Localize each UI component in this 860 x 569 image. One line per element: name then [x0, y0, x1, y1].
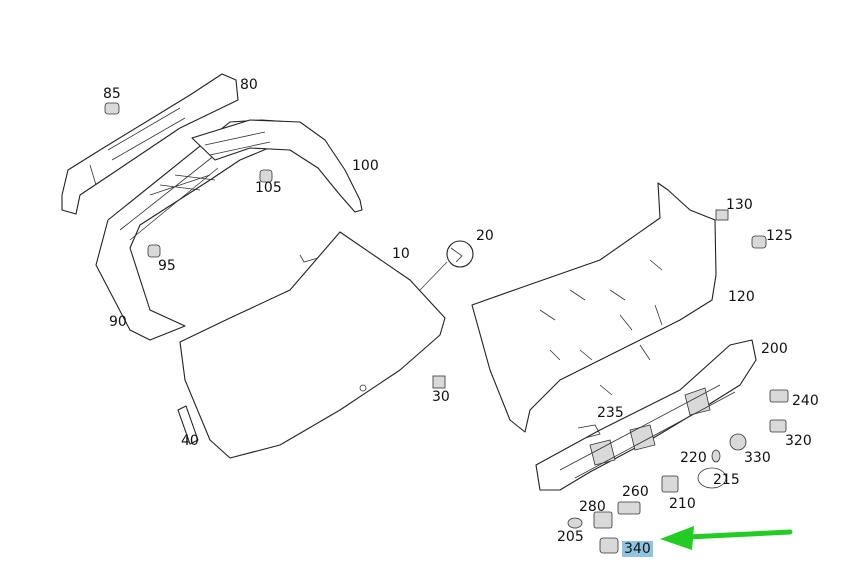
part-205-grommet[interactable] [567, 517, 583, 529]
label-235: 235 [597, 405, 624, 421]
label-30: 30 [432, 389, 450, 405]
label-80: 80 [240, 77, 258, 93]
part-340-housing[interactable] [599, 537, 619, 554]
part-120-tailgate-panel[interactable] [471, 182, 717, 433]
label-90: 90 [109, 314, 127, 330]
part-280-camera[interactable] [593, 511, 613, 529]
highlight-arrow [660, 526, 793, 550]
label-340-highlighted[interactable]: 340 [622, 541, 653, 557]
part-320-connector[interactable] [769, 419, 787, 433]
label-220: 220 [680, 450, 707, 466]
label-40: 40 [181, 433, 199, 449]
part-100-spoiler[interactable] [191, 119, 363, 213]
part-105-nut[interactable] [259, 169, 273, 183]
label-210: 210 [669, 496, 696, 512]
label-330: 330 [744, 450, 771, 466]
label-260: 260 [622, 484, 649, 500]
label-10: 10 [392, 246, 410, 262]
label-320: 320 [785, 433, 812, 449]
part-130-clip[interactable] [715, 209, 729, 221]
part-30-block[interactable] [432, 375, 446, 389]
label-120: 120 [728, 289, 755, 305]
part-260-bracket[interactable] [617, 501, 641, 515]
label-85: 85 [103, 86, 121, 102]
label-280: 280 [579, 499, 606, 515]
label-200: 200 [761, 341, 788, 357]
label-105: 105 [255, 180, 282, 196]
label-240: 240 [792, 393, 819, 409]
part-85-clip[interactable] [104, 102, 120, 115]
part-40-strip[interactable] [177, 405, 199, 445]
part-220-bulb[interactable] [711, 449, 721, 463]
part-240-connector[interactable] [769, 389, 789, 403]
label-130: 130 [726, 197, 753, 213]
part-125-clip[interactable] [751, 235, 767, 249]
part-235-wire[interactable] [577, 424, 601, 439]
part-215-ring[interactable] [697, 467, 727, 489]
part-10-rear-window[interactable] [179, 231, 446, 459]
part-20-tool-icon[interactable] [419, 240, 474, 291]
part-80-trim-strip[interactable] [61, 73, 239, 215]
part-330-bulb-holder[interactable] [729, 433, 747, 451]
label-20: 20 [476, 228, 494, 244]
label-125: 125 [766, 228, 793, 244]
part-210-switch[interactable] [661, 475, 679, 493]
label-100: 100 [352, 158, 379, 174]
label-215: 215 [713, 472, 740, 488]
label-95: 95 [158, 258, 176, 274]
label-205: 205 [557, 529, 584, 545]
part-200-lower-trim[interactable] [535, 339, 757, 491]
part-95-nut[interactable] [147, 244, 161, 258]
